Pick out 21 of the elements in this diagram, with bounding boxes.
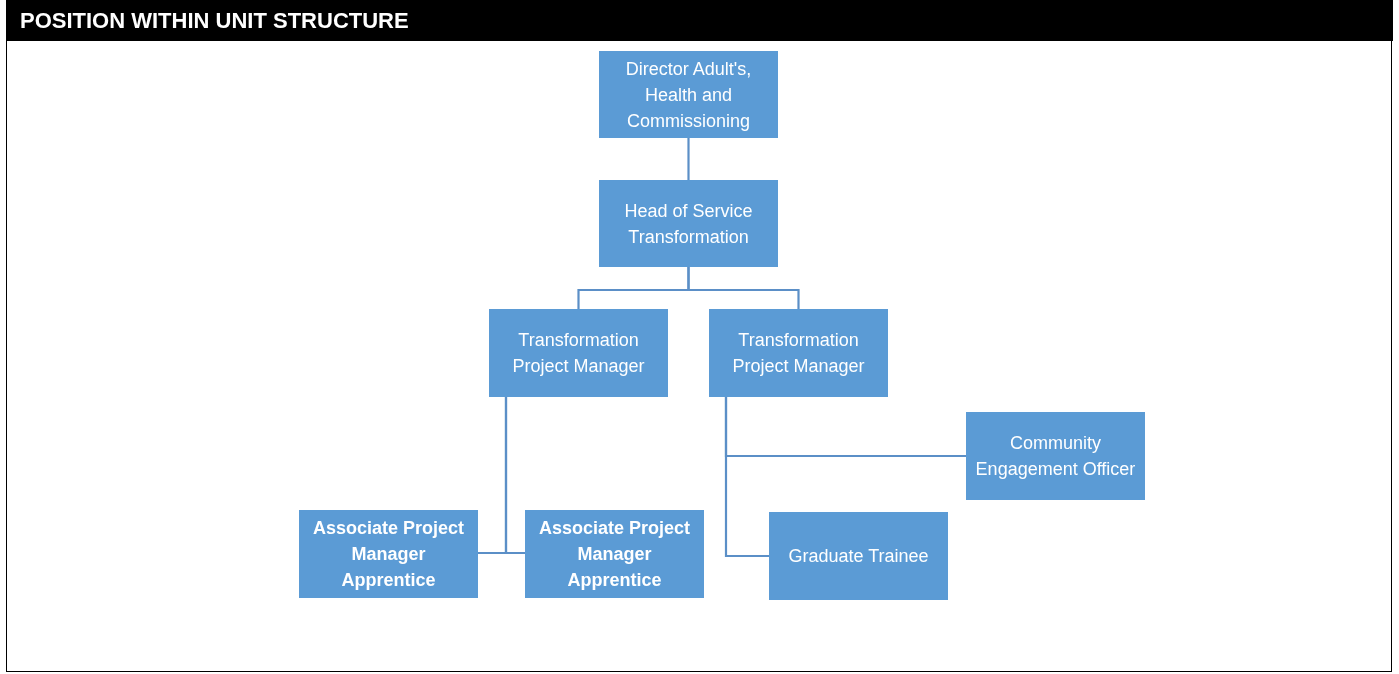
connector-line [724, 397, 769, 558]
position-title: Graduate Trainee [788, 545, 929, 568]
section-title: POSITION WITHIN UNIT STRUCTURE [20, 8, 409, 34]
position-box [599, 180, 778, 267]
connector-line [504, 397, 525, 555]
position-title: Associate Project Manager Apprentice [537, 517, 692, 592]
position-title: Head of Service Transformation [623, 199, 754, 249]
connector-line [687, 138, 690, 180]
position-box [299, 510, 478, 598]
position-box [525, 510, 704, 598]
position-box [489, 309, 668, 397]
position-box [599, 51, 778, 138]
position-box [769, 512, 948, 600]
position-title: Community Engagement Officer [974, 432, 1137, 481]
position-box [709, 309, 888, 397]
position-title: Transformation Project Manager [731, 329, 866, 378]
position-title: Associate Project Manager Apprentice [311, 517, 466, 592]
position-box [966, 412, 1145, 500]
connector-line [687, 267, 800, 309]
position-title: Transformation Project Manager [511, 329, 646, 378]
position-title: Director Adult's, Health and Commissioning [624, 57, 753, 133]
